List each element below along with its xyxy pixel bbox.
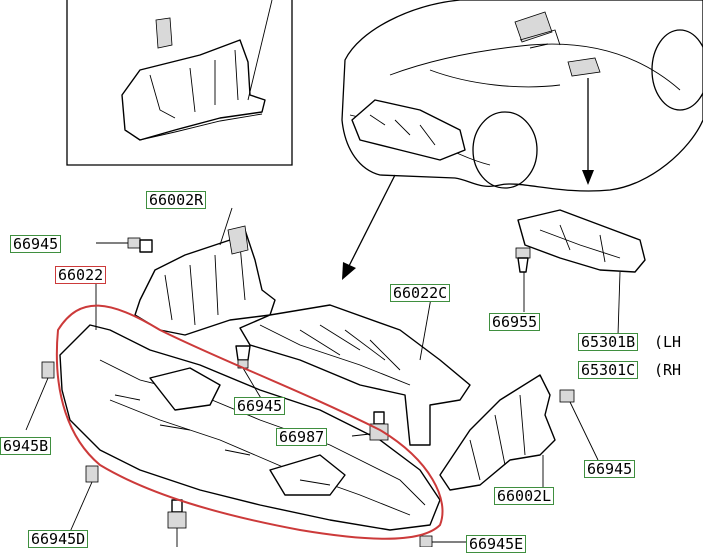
label-66002L: 66002L — [494, 487, 555, 505]
label-66955: 66955 — [489, 313, 541, 331]
part-66002R — [134, 207, 276, 336]
part-65301 — [517, 209, 646, 336]
pointer-arrows — [342, 78, 594, 280]
clip-66945-right-icon — [559, 389, 599, 461]
label-66945-top: 66945 — [10, 235, 62, 253]
label-66022C: 66022C — [390, 284, 451, 302]
clip-66945D-icon — [69, 465, 99, 533]
inset-detail — [66, 0, 293, 166]
clip-66945-top-icon — [96, 237, 153, 253]
label-65301C-side: (RH — [654, 361, 682, 379]
clip-66955-icon — [515, 247, 531, 312]
label-66002R: 66002R — [146, 191, 207, 209]
clip-66945-mid-icon — [235, 345, 263, 401]
label-66987: 66987 — [276, 428, 328, 446]
clip-66945E-icon — [419, 535, 466, 547]
label-65301C: 65301C — [578, 361, 639, 379]
highlight-outline — [55, 304, 444, 540]
clip-66945B-icon — [25, 361, 55, 431]
part-66022C — [239, 297, 471, 446]
label-66945E: 66945E — [466, 535, 527, 553]
label-65301B: 65301B — [578, 333, 639, 351]
label-66945D: 66945D — [28, 530, 89, 548]
label-66945B: 6945B — [0, 437, 52, 455]
label-66945-right: 66945 — [584, 460, 636, 478]
label-66945-mid: 66945 — [234, 397, 286, 415]
car-outline — [341, 0, 703, 192]
label-66022: 66022 — [55, 266, 107, 284]
bolt-bottom-icon — [167, 499, 187, 547]
part-66002L — [439, 374, 556, 491]
label-65301B-side: (LH — [654, 333, 682, 351]
part-66022 — [59, 324, 441, 531]
